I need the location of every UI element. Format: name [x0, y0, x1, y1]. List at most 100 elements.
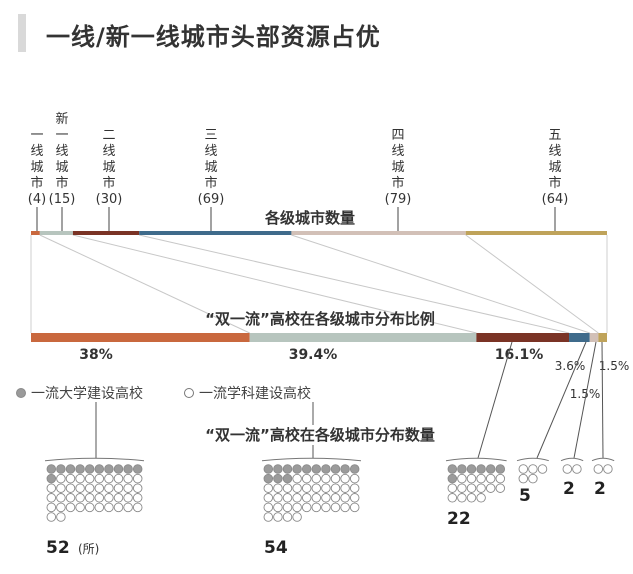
hollow-dot: [349, 473, 360, 484]
connector-line: [465, 234, 599, 334]
legend-filled: 一流大学建设高校: [16, 383, 143, 403]
callout-line: [536, 341, 587, 459]
city-tier-count: (30): [96, 192, 123, 207]
page-title: 一线/新一线城市头部资源占优: [46, 23, 381, 51]
filled-dot: [340, 464, 350, 474]
count-label: 22: [447, 509, 471, 529]
hollow-dot: [292, 473, 302, 484]
hollow-dot: [46, 483, 57, 493]
hollow-dot: [330, 473, 341, 484]
filled-dot: [485, 464, 496, 474]
hollow-dot: [330, 493, 341, 503]
filled-dot: [466, 464, 477, 474]
city-tier-name: 新一线城市: [55, 111, 68, 191]
hollow-dot: [65, 483, 76, 493]
hollow-dot: [321, 473, 331, 484]
city-tier-name: 四线城市: [391, 128, 404, 191]
city-tier-count: (15): [49, 192, 76, 207]
hollow-dot: [104, 483, 114, 493]
university-share-segment: [31, 333, 250, 342]
hollow-dot: [282, 502, 293, 513]
filled-circle-icon: [16, 388, 26, 398]
dot-grids: [44, 457, 615, 522]
city-count-bar: [31, 231, 607, 235]
hollow-dot: [301, 502, 312, 513]
hollow-dot: [113, 493, 124, 503]
callout-line: [573, 341, 597, 459]
hollow-dot: [457, 493, 467, 503]
hollow-dot: [311, 473, 322, 484]
connector-line: [39, 234, 250, 334]
hollow-dot: [84, 502, 95, 513]
legend-hollow-label: 一流学科建设高校: [199, 386, 311, 402]
hollow-dot: [292, 512, 302, 522]
filled-dot: [75, 464, 85, 474]
hollow-dot: [311, 493, 322, 503]
percent-label: 1.5%: [570, 387, 601, 401]
filled-dot: [113, 464, 124, 474]
hollow-dot: [94, 473, 105, 484]
hollow-dot: [84, 493, 95, 503]
filled-dot: [94, 464, 105, 474]
city-tier-count: (69): [198, 192, 225, 207]
hollow-dot: [476, 473, 486, 484]
hollow-dot: [330, 502, 341, 513]
hollow-dot: [311, 502, 322, 513]
city-tier-count: (79): [385, 192, 412, 207]
city-count-segment: [139, 231, 292, 235]
hollow-dot: [123, 493, 133, 503]
filled-dot: [495, 464, 506, 474]
callout-line: [477, 341, 513, 459]
hollow-dot: [104, 473, 114, 484]
hollow-dot: [282, 493, 293, 503]
hollow-dot: [282, 512, 293, 522]
hollow-dot: [457, 483, 467, 493]
hollow-dot: [273, 483, 283, 493]
filled-dot: [447, 473, 458, 484]
hollow-dot: [273, 512, 283, 522]
hollow-dot: [123, 483, 133, 493]
hollow-dot: [340, 493, 350, 503]
hollow-dot: [132, 502, 143, 513]
connector-lines: [30, 234, 608, 334]
hollow-dot: [94, 483, 105, 493]
hollow-dot: [466, 493, 477, 503]
hollow-dot: [476, 483, 486, 493]
count-unit-label: (所): [78, 542, 99, 556]
university-share-segment: [569, 333, 590, 342]
city-tier-count: (4): [28, 192, 46, 207]
filled-dot: [282, 473, 293, 484]
filled-dot: [282, 464, 293, 474]
hollow-dot: [495, 483, 506, 493]
filled-dot: [132, 464, 143, 474]
city-count-segment: [39, 231, 73, 235]
hollow-dot: [75, 473, 85, 484]
percent-labels: 38%39.4%16.1%3.6%1.5%1.5%: [79, 347, 629, 401]
hollow-dot: [273, 502, 283, 513]
hollow-dot: [495, 473, 506, 484]
filled-dot: [46, 464, 57, 474]
hollow-dot: [603, 464, 613, 474]
hollow-dot: [457, 473, 467, 484]
hollow-dot: [46, 502, 57, 513]
hollow-dot: [340, 483, 350, 493]
hollow-dot: [56, 473, 66, 484]
hollow-dot: [447, 483, 458, 493]
hollow-dot: [537, 464, 548, 474]
hollow-dot: [123, 473, 133, 484]
city-tier-name: 三线城市: [204, 128, 217, 191]
count-label: 2: [563, 479, 575, 499]
filled-dot: [447, 464, 458, 474]
filled-dot: [263, 473, 274, 484]
hollow-dot: [292, 483, 302, 493]
university-share-title: “双一流”高校在各级城市分布比例: [205, 310, 435, 328]
hollow-dot: [593, 464, 604, 474]
hollow-dot: [132, 473, 143, 484]
hollow-dot: [65, 502, 76, 513]
hollow-dot: [485, 483, 496, 493]
hollow-dot: [263, 512, 274, 522]
filled-dot: [292, 464, 302, 474]
hollow-dot: [46, 493, 57, 503]
hollow-dot: [311, 483, 322, 493]
hollow-dot: [340, 502, 350, 513]
